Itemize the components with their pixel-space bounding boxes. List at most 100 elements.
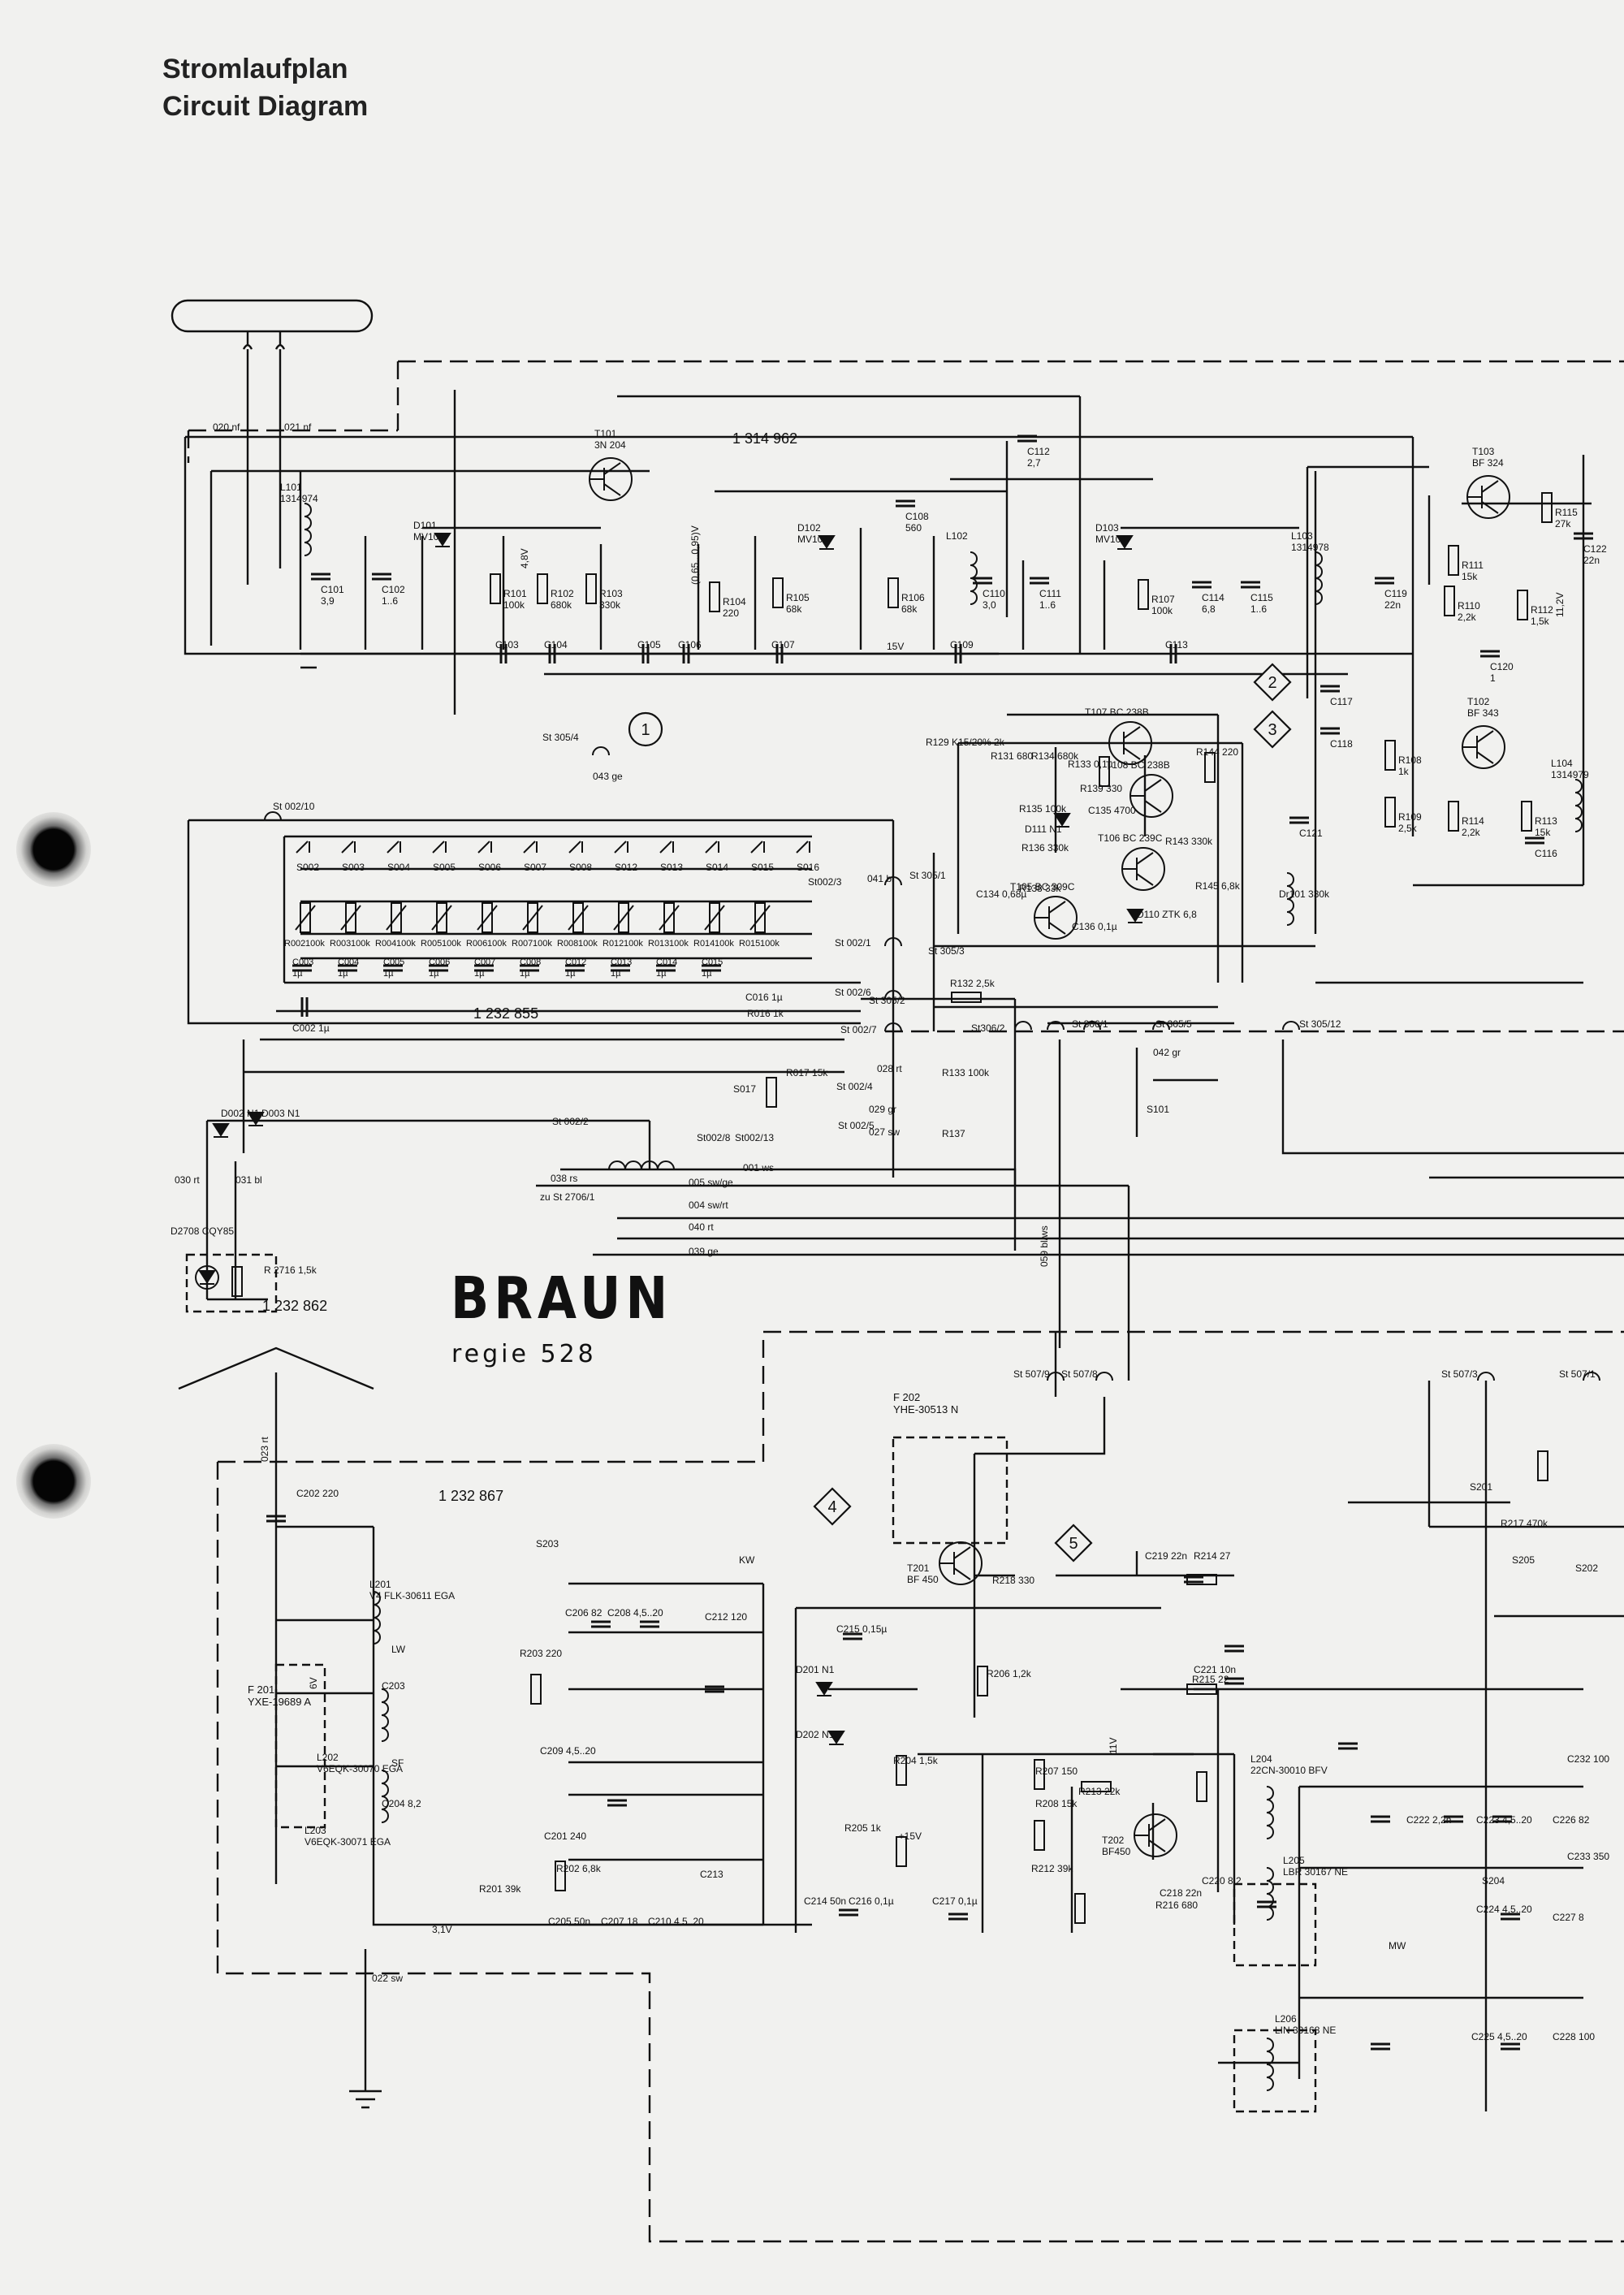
diode-symbol: [1053, 813, 1071, 828]
capacitor-symbol: [656, 964, 676, 972]
diode-symbol: [434, 533, 451, 547]
resistor-value: 68k: [901, 603, 918, 615]
component-label: S205: [1512, 1554, 1535, 1566]
potentiometer-arrow: [522, 905, 543, 931]
part-number: 1 232 867: [438, 1488, 503, 1504]
capacitor-symbol: [300, 997, 309, 1017]
connector-label: D002 N1: [221, 1108, 260, 1119]
capacitor-label: C012: [565, 957, 586, 967]
component-label: C209 4,5..20: [540, 1745, 596, 1757]
resistor-symbol: [1517, 590, 1528, 620]
preset-switch-symbol: [341, 841, 356, 854]
capacitor-value: 2,7: [1027, 457, 1041, 469]
page-title-english: Circuit Diagram: [162, 91, 369, 122]
capacitor-symbol: [1192, 581, 1212, 589]
resistor-symbol: [555, 1861, 566, 1891]
connector-label: St 305/1: [909, 870, 946, 881]
component-label: R205 1k: [844, 1822, 882, 1834]
resistor-symbol: [345, 902, 356, 933]
component-label: C208 4,5..20: [607, 1607, 663, 1619]
resistor-label: R107: [1151, 594, 1175, 605]
resistor-label: R102: [551, 588, 574, 599]
component-label: R215 22: [1192, 1674, 1229, 1685]
capacitor-label: C110: [983, 588, 1005, 599]
resistor-value: 2,5k: [1398, 823, 1418, 834]
capacitor-symbol: [1224, 1677, 1244, 1685]
preset-switch-symbol: [705, 841, 719, 854]
resistor-symbol: [663, 902, 675, 933]
capacitor-symbol: [565, 964, 585, 972]
capacitor-symbol: [520, 964, 539, 972]
capacitor-symbol: [1501, 2042, 1520, 2051]
component-label: C224 4,5..20: [1476, 1904, 1532, 1915]
resistor-label: R111: [1462, 560, 1484, 571]
test-point-label: 3: [1268, 721, 1276, 739]
capacitor-value: 1..6: [1250, 603, 1267, 615]
resistor-label: R108: [1398, 754, 1422, 766]
capacitor-value: 1µ: [565, 969, 576, 979]
capacitor-label: C107: [771, 639, 795, 650]
coil-part-number: 1314979: [1551, 769, 1589, 780]
capacitor-symbol: [548, 644, 556, 663]
resistor-symbol: [1448, 545, 1459, 576]
resistor-label: R101: [503, 588, 527, 599]
capacitor-label: C109: [950, 639, 974, 650]
resistor-label: R109: [1398, 811, 1422, 823]
resistor-symbol: [1541, 492, 1553, 523]
capacitor-value: 1: [1490, 672, 1496, 684]
transistor-type: BF 324: [1472, 457, 1504, 469]
coil-part-number: LBR 30167 NE: [1283, 1866, 1348, 1878]
coil-symbol: [1286, 872, 1294, 926]
coil-part-number: 1314974: [280, 493, 318, 504]
coil-label: L103: [1291, 530, 1313, 542]
capacitor-symbol: [499, 644, 508, 663]
capacitor-symbol: [896, 499, 915, 508]
component-label: R217 470k: [1501, 1518, 1548, 1529]
resistor-label: R015: [739, 939, 760, 949]
component-label: R203 220: [520, 1648, 562, 1659]
resistor-symbol: [1384, 740, 1396, 771]
capacitor-symbol: [1338, 1742, 1358, 1750]
transistor-leads: [1034, 901, 1066, 935]
component-label: R218 330: [992, 1575, 1034, 1586]
resistor-value: 27k: [1555, 518, 1571, 529]
resistor-symbol: [1444, 586, 1455, 616]
connector-label: St 305/12: [1299, 1018, 1341, 1030]
capacitor-label: C013: [611, 957, 632, 967]
resistor-value: 68k: [786, 603, 802, 615]
resistor-value: 100k: [396, 939, 416, 949]
diode-symbol: [212, 1123, 230, 1138]
coil-symbol: [304, 503, 312, 556]
connector-symbol: [657, 1160, 675, 1170]
component-label: R133 100k: [942, 1067, 990, 1078]
coil-part-number: 1314978: [1291, 542, 1329, 553]
connector-label: S101: [1147, 1104, 1169, 1115]
connector-label: 005 sw/ge: [689, 1177, 733, 1188]
connector-symbol: [1583, 1372, 1600, 1381]
connector-symbol: [884, 1022, 902, 1032]
capacitor-symbol: [1492, 1815, 1512, 1823]
capacitor-value: 1µ: [338, 969, 348, 979]
component-label: 6V: [308, 1677, 319, 1689]
capacitor-label: C006: [429, 957, 450, 967]
coil-part-number: 22CN-30010 BFV: [1250, 1765, 1328, 1776]
connector-label: 022 sw: [372, 1973, 403, 1984]
resistor-label: R104: [723, 596, 746, 607]
component-label: C016 1µ: [745, 992, 783, 1003]
component-label: D202 N1: [796, 1729, 835, 1740]
capacitor-symbol: [1371, 2042, 1390, 2051]
resistor-value: 1k: [1398, 766, 1410, 777]
capacitor-label: C113: [1165, 639, 1188, 650]
capacitor-symbol: [640, 1620, 659, 1628]
capacitor-label: C114: [1202, 592, 1224, 603]
capacitor-value: 22n: [1384, 599, 1401, 611]
transistor-type: BF 343: [1467, 707, 1499, 719]
binder-hole-bottom: [16, 1444, 91, 1519]
component-label: R137: [942, 1128, 965, 1139]
potentiometer-arrow: [295, 905, 316, 931]
component-label: R204 1,5k: [893, 1755, 939, 1766]
diode-symbol: [815, 1682, 833, 1696]
resistor-value: 15k: [1462, 571, 1478, 582]
